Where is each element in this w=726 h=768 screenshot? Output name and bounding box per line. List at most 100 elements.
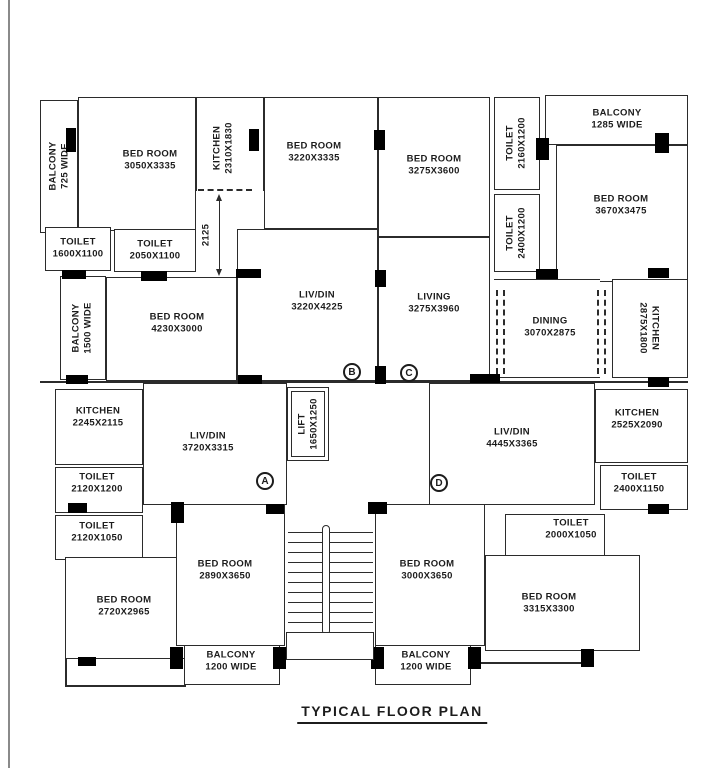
room-name: LIFT (296, 413, 308, 435)
section-marker-A: A (256, 472, 274, 490)
room-dimensions: 1200 WIDE (205, 661, 257, 672)
room-toilet-left-2 (114, 229, 196, 272)
wall-block (236, 269, 261, 278)
room-lift (287, 387, 329, 461)
room-name: BED ROOM (96, 594, 152, 606)
dining-opening-dashed (604, 290, 606, 374)
room-name: TOILET (60, 236, 96, 248)
room-name: BALCONY (206, 649, 256, 661)
room-name: LIVING (417, 291, 451, 303)
staircase-rail (322, 525, 330, 635)
wall-block (273, 647, 286, 669)
room-name: BALCONY (401, 649, 451, 661)
room-dining-right (494, 279, 600, 378)
room-name: LIV/DIN (299, 289, 335, 301)
wall-block (238, 375, 262, 384)
wall-segment (65, 685, 186, 687)
wall-block (536, 269, 558, 279)
room-name: LIV/DIN (190, 430, 226, 442)
room-livdin-upper-left (237, 229, 378, 381)
wall-segment (40, 381, 688, 383)
room-name: KITCHEN (211, 125, 223, 171)
wall-block (368, 502, 387, 514)
wall-block (648, 377, 669, 387)
room-toilet-lower-left-2 (55, 515, 143, 560)
room-dimensions: 3720X3315 (182, 442, 234, 453)
dining-opening-dashed (597, 290, 599, 374)
wall-block (375, 270, 386, 287)
room-dimensions: 3070X2875 (524, 327, 576, 338)
room-bedroom-bottom-right (485, 555, 640, 651)
room-name: KITCHEN (75, 405, 121, 417)
staircase-landing (286, 632, 374, 660)
dimension-arrow-down (216, 269, 222, 276)
wall-segment (471, 662, 583, 664)
room-name: BED ROOM (521, 591, 577, 603)
wall-block (655, 133, 669, 153)
room-dimensions: 4445X3365 (486, 438, 538, 449)
room-livdin-lower-right (429, 383, 595, 505)
wall-block (266, 504, 284, 514)
room-dimensions: 2310X1830 (223, 122, 234, 174)
room-dimensions: 2160X1200 (516, 117, 527, 169)
wall-block (66, 375, 88, 384)
room-name: TOILET (79, 520, 115, 532)
room-dimensions: 3275X3600 (408, 165, 460, 176)
room-name: BED ROOM (197, 558, 253, 570)
room-bedroom-top-mid2 (378, 97, 490, 237)
wall-block (141, 271, 167, 281)
room-name: LIV/DIN (494, 426, 530, 438)
dimension-label: 2125 (200, 224, 212, 246)
room-name: BED ROOM (593, 193, 649, 205)
room-name: BED ROOM (149, 311, 205, 323)
wall-block (249, 129, 259, 151)
room-name: KITCHEN (649, 305, 661, 351)
kitchen-opening-dashed (198, 189, 252, 191)
wall-block (648, 504, 669, 514)
section-marker-C: C (400, 364, 418, 382)
room-name: BED ROOM (406, 153, 462, 165)
room-dimensions: 1200 WIDE (400, 661, 452, 672)
wall-block (171, 502, 184, 523)
room-name: DINING (532, 315, 568, 327)
wall-block (375, 366, 386, 384)
staircase-treads (288, 532, 373, 632)
room-dimensions: 2525X2090 (611, 419, 663, 430)
section-marker-B: B (343, 363, 361, 381)
wall-block (371, 647, 384, 669)
room-bedroom-bottom-mid-left (176, 504, 285, 646)
room-kitchen-lower-right (595, 389, 688, 463)
room-name: BALCONY (592, 107, 642, 119)
dining-opening-dashed (503, 290, 505, 374)
dimension-value: 2125 (200, 223, 212, 247)
room-dimensions: 3315X3300 (523, 603, 575, 614)
room-dimensions: 1285 WIDE (591, 119, 643, 130)
room-bedroom-top-mid (264, 97, 378, 229)
room-name: TOILET (79, 471, 115, 483)
room-name: TOILET (137, 238, 173, 250)
room-dimensions: 2890X3650 (199, 570, 251, 581)
